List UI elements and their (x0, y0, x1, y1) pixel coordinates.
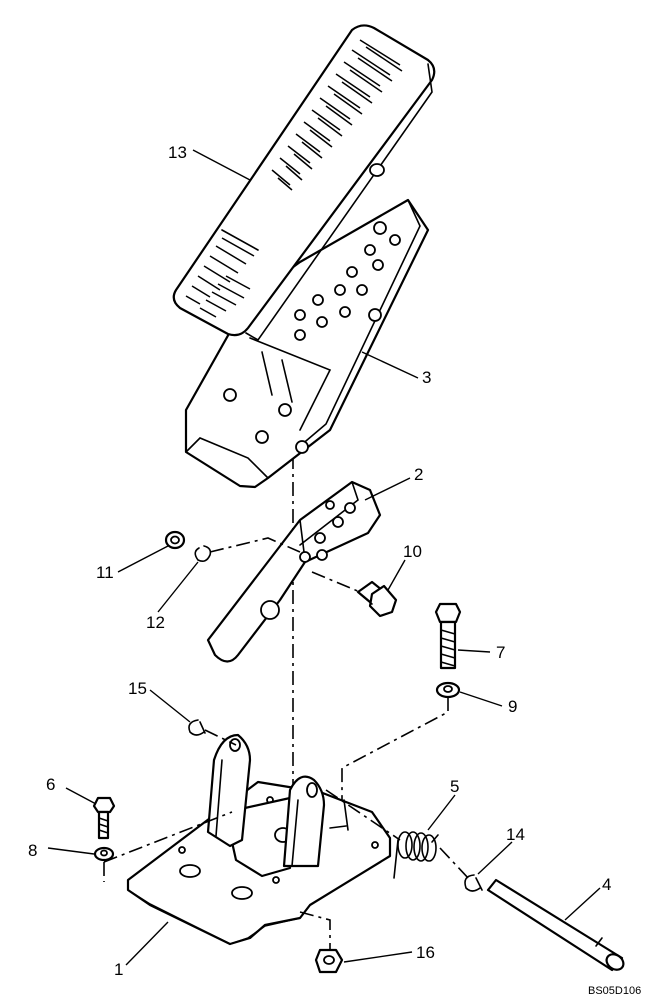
pad-tread-lower (185, 237, 255, 318)
part-12-washer (194, 545, 212, 562)
reference-code: BS05D106 (588, 985, 641, 997)
callout-3: 3 (422, 368, 431, 387)
part-13-pedal-pad (172, 24, 436, 342)
callout-15: 15 (128, 679, 147, 698)
part-5-spring (393, 831, 439, 879)
part-10-bolt (356, 580, 398, 618)
callout-2: 2 (414, 465, 423, 484)
assembly-lines (103, 537, 471, 950)
part-7-long-bolt (434, 602, 462, 670)
callout-12: 12 (146, 613, 165, 632)
callout-1: 1 (114, 960, 123, 979)
callout-16: 16 (416, 943, 435, 962)
callout-8: 8 (28, 841, 37, 860)
callout-5: 5 (450, 777, 459, 796)
part-3-pedal-bracket (184, 198, 430, 489)
pad-tread-upper (271, 39, 403, 191)
part-15-clip (188, 719, 206, 736)
part-16-nut (314, 948, 344, 974)
part-8-nut (93, 846, 115, 862)
callout-14: 14 (506, 825, 525, 844)
callout-7: 7 (496, 643, 505, 662)
callout-13: 13 (168, 143, 187, 162)
callout-11: 11 (96, 563, 114, 582)
callout-4: 4 (602, 875, 611, 894)
part-4-pin (486, 878, 625, 972)
callout-labels: 13 3 2 10 11 12 7 9 15 6 8 5 14 4 1 16 (28, 143, 611, 979)
part-11-nut (164, 530, 186, 550)
part-14-clip (464, 874, 483, 892)
callout-6: 6 (46, 775, 55, 794)
leader-lines (47, 149, 601, 966)
callout-9: 9 (508, 697, 517, 716)
part-2-link-plate (206, 480, 382, 663)
part-6-small-bolt (92, 796, 116, 840)
callout-10: 10 (403, 542, 422, 561)
part-1-base-plate (126, 733, 392, 946)
part-9-nut (435, 681, 461, 699)
